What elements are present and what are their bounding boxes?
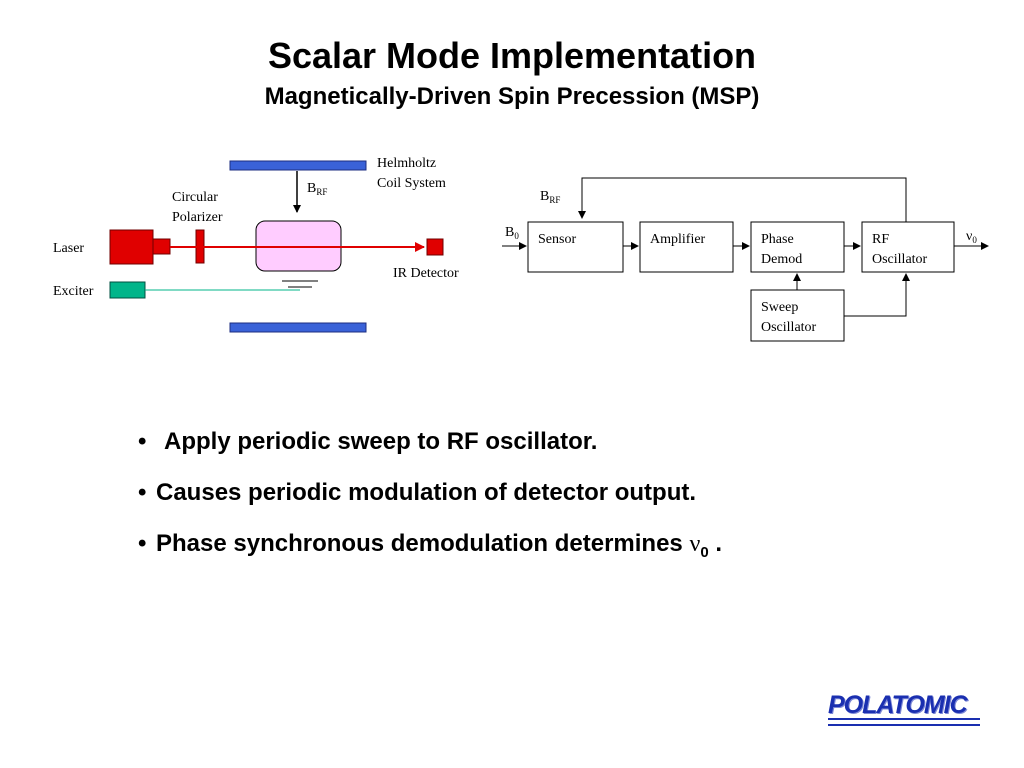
helmholtz-coil-top bbox=[229, 160, 367, 171]
polatomic-logo: POLATOMIC bbox=[828, 691, 968, 719]
exciter-label: Exciter bbox=[53, 284, 94, 299]
laser-body bbox=[109, 229, 154, 265]
bullet-text-1: Apply periodic sweep to RF oscillator. bbox=[164, 428, 598, 455]
sensor-block bbox=[527, 221, 624, 273]
feedback-brf-label: BRF bbox=[540, 189, 560, 205]
sweep-to-rf-line bbox=[844, 273, 910, 317]
sensor-label: Sensor bbox=[538, 232, 576, 247]
laser-nozzle bbox=[152, 238, 171, 255]
bullet-dot: • bbox=[138, 530, 147, 557]
b0-input-label: B0 bbox=[505, 225, 519, 241]
rf-oscillator-label-line1: RF bbox=[872, 232, 889, 247]
bullet-item-2: • Causes periodic modulation of detector … bbox=[138, 477, 722, 528]
amplifier-block bbox=[639, 221, 734, 273]
nu-subscript: 0 bbox=[700, 543, 709, 561]
logo-rule-top bbox=[828, 718, 980, 720]
bullet-dot: • bbox=[138, 479, 147, 506]
helmholtz-label-line1: Helmholtz bbox=[377, 156, 436, 171]
page-subtitle: Magnetically-Driven Spin Precession (MSP… bbox=[264, 83, 760, 110]
ir-detector-label: IR Detector bbox=[393, 266, 459, 281]
phase-demod-label-line2: Demod bbox=[761, 252, 802, 267]
rf-oscillator-block bbox=[861, 221, 955, 273]
laser-label: Laser bbox=[53, 241, 84, 256]
bullet-dot: • bbox=[138, 428, 147, 455]
sweep-oscillator-label-line2: Oscillator bbox=[761, 320, 817, 335]
brf-label: BRF bbox=[307, 181, 327, 197]
nu-symbol: ν bbox=[689, 531, 701, 557]
bullet-text-2: Causes periodic modulation of detector o… bbox=[156, 479, 697, 506]
ir-detector bbox=[426, 238, 444, 256]
helmholtz-label-line2: Coil System bbox=[377, 176, 446, 191]
sweep-oscillator-label-line1: Sweep bbox=[761, 300, 798, 315]
exciter-body bbox=[109, 281, 146, 299]
bullet-period: . bbox=[708, 530, 722, 557]
rf-oscillator-label-line2: Oscillator bbox=[872, 252, 928, 267]
amplifier-label: Amplifier bbox=[650, 232, 706, 247]
sweep-oscillator-block bbox=[750, 289, 845, 342]
feedback-loop-line bbox=[578, 177, 907, 222]
bullet-list: •Apply periodic sweep to RF oscillator. … bbox=[138, 426, 722, 579]
helmholtz-coil-bottom bbox=[229, 322, 367, 333]
page-title: Scalar Mode Implementation bbox=[267, 35, 757, 76]
bullet-item-3: • Phase synchronous demodulation determin… bbox=[138, 528, 722, 579]
polarizer-label-line1: Circular bbox=[172, 190, 218, 205]
polarizer-label-line2: Polarizer bbox=[172, 210, 223, 225]
phase-demod-label-line1: Phase bbox=[761, 232, 794, 247]
phase-demod-block bbox=[750, 221, 845, 273]
nu0-output-label: ν0 bbox=[966, 229, 977, 245]
logo-rule-bottom bbox=[828, 724, 980, 726]
bullet-item-1: • Apply periodic sweep to RF oscillator. bbox=[138, 426, 722, 477]
bullet-text-3: Phase synchronous demodulation determine… bbox=[156, 530, 690, 557]
diagram-canvas: Helmholtz Coil System BRF Circular Polar… bbox=[53, 156, 989, 342]
